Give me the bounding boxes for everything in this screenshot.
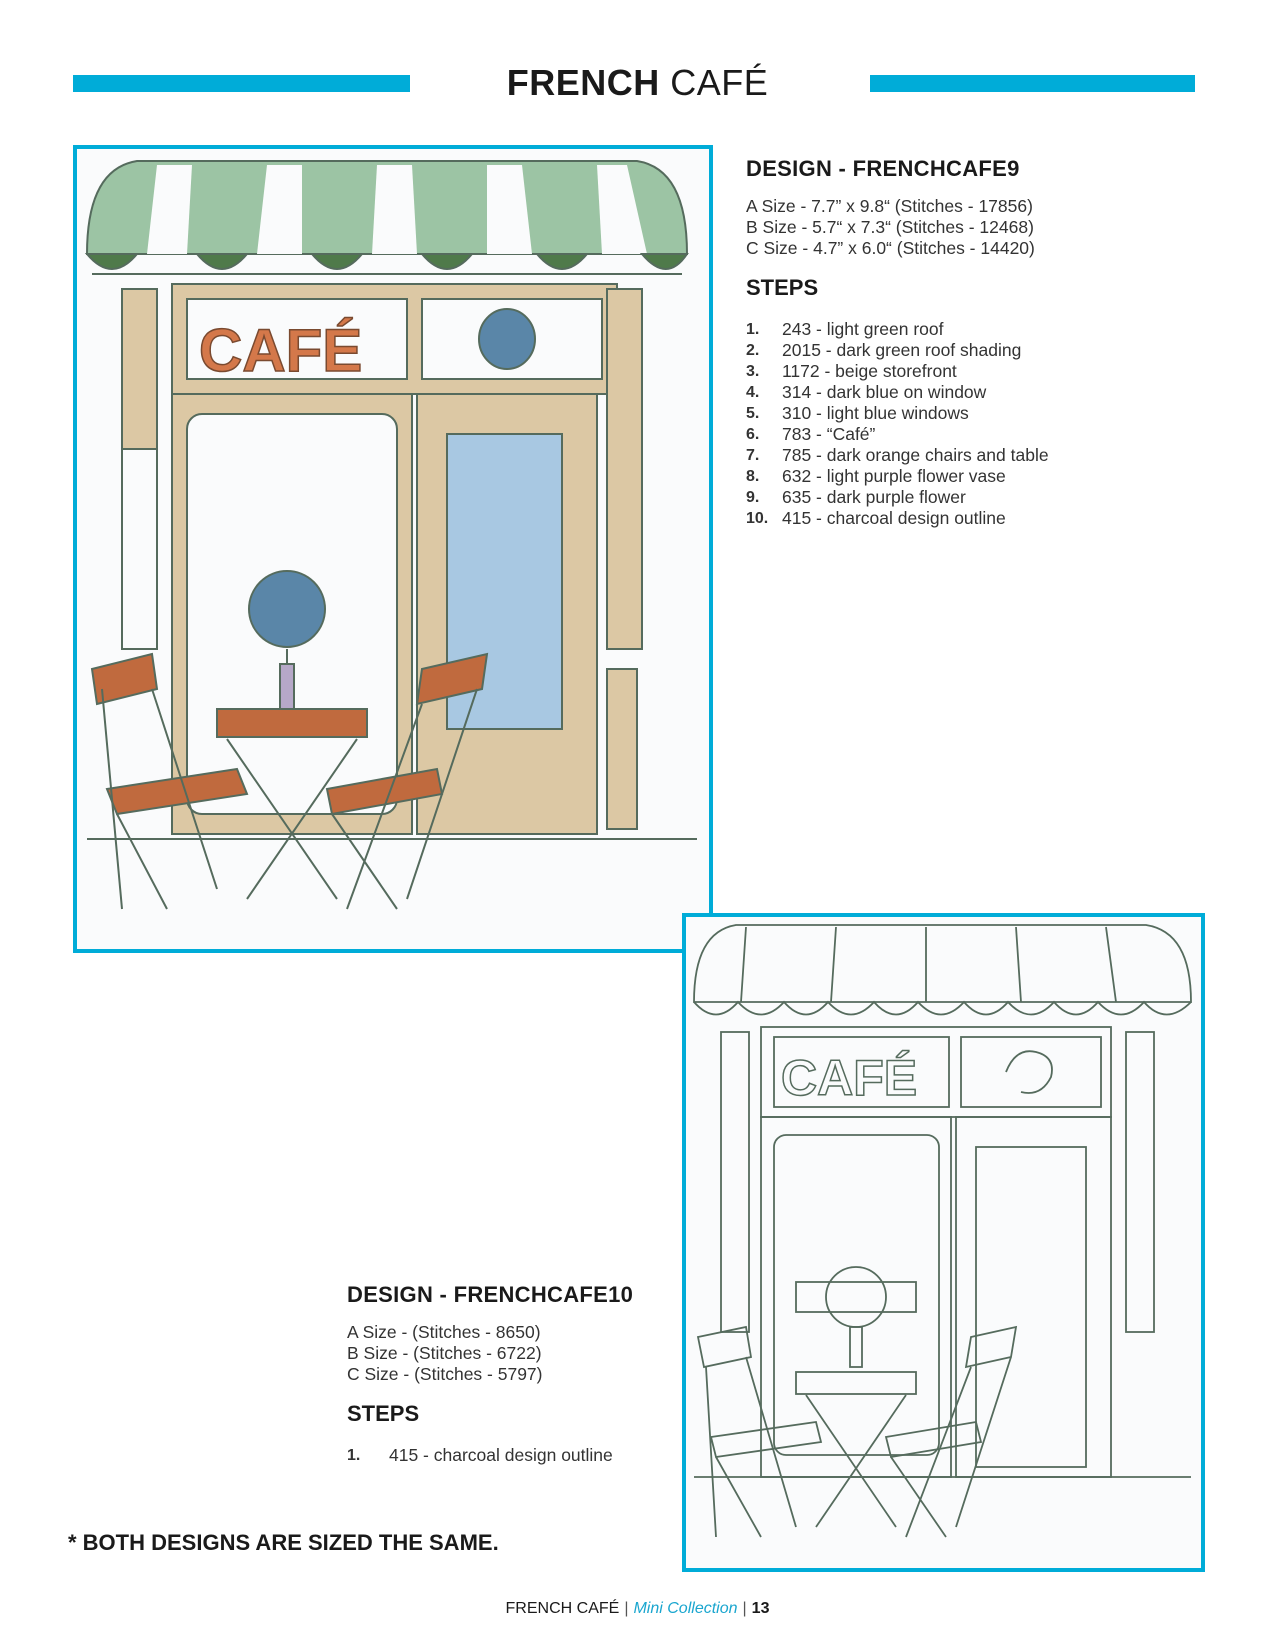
step-item: 3. 1172 - beige storefront [746, 361, 1049, 382]
step-number: 2. [746, 342, 760, 359]
step-number: 4. [746, 384, 760, 401]
page-title: FRENCH CAFÉ [506, 62, 769, 103]
page-number: 13 [751, 1600, 770, 1617]
step-number: 8. [746, 468, 760, 485]
step-number: 3. [746, 363, 760, 380]
step-number: 1. [347, 1447, 361, 1464]
design10-steps: 1. 415 - charcoal design outline [347, 1445, 633, 1466]
size-a: A Size - (Stitches - 8650) [347, 1322, 541, 1342]
step-item: 1. 243 - light green roof [746, 319, 1049, 340]
step-text: 314 - dark blue on window [782, 382, 987, 402]
step-number: 9. [746, 489, 760, 506]
footer-separator: | [742, 1600, 747, 1617]
step-item: 1. 415 - charcoal design outline [347, 1445, 633, 1466]
footer: FRENCH CAFÉ|Mini Collection|13 [0, 1600, 1275, 1618]
design9-sizes: A Size - 7.7” x 9.8“ (Stitches - 17856) … [746, 196, 1049, 259]
design9-steps-heading: STEPS [746, 275, 819, 300]
design9-info: DESIGN - FRENCHCAFE9 A Size - 7.7” x 9.8… [746, 156, 1049, 529]
design9-image: CAFÉ [73, 145, 713, 953]
header-bar-right [870, 75, 1195, 92]
size-b: B Size - (Stitches - 6722) [347, 1343, 542, 1363]
step-item: 7. 785 - dark orange chairs and table [746, 445, 1049, 466]
step-item: 10. 415 - charcoal design outline [746, 508, 1049, 529]
design9-steps: 1. 243 - light green roof 2. 2015 - dark gr… [746, 319, 1049, 529]
footer-collection: Mini Collection [633, 1600, 738, 1617]
step-text: 310 - light blue windows [782, 403, 969, 423]
step-item: 2. 2015 - dark green roof shading [746, 340, 1049, 361]
size-c: C Size - (Stitches - 5797) [347, 1364, 543, 1384]
step-text: 785 - dark orange chairs and table [782, 445, 1049, 465]
cafe-outline-illustration: CAFÉ [693, 924, 1192, 1538]
design10-steps-heading: STEPS [347, 1401, 420, 1426]
step-text: 632 - light purple flower vase [782, 466, 1006, 486]
design10-info: DESIGN - FRENCHCAFE10 A Size - (Stitches… [347, 1282, 633, 1466]
step-number: 5. [746, 405, 760, 422]
step-item: 4. 314 - dark blue on window [746, 382, 1049, 403]
step-text: 783 - “Café” [782, 424, 876, 444]
step-number: 7. [746, 447, 760, 464]
step-text: 635 - dark purple flower [782, 487, 966, 507]
step-text: 1172 - beige storefront [782, 361, 957, 381]
step-item: 8. 632 - light purple flower vase [746, 466, 1049, 487]
cafe-sign-text: CAFÉ [199, 317, 362, 384]
step-number: 10. [746, 510, 769, 527]
footer-title: FRENCH CAFÉ [505, 1600, 620, 1617]
size-a: A Size - 7.7” x 9.8“ (Stitches - 17856) [746, 196, 1033, 216]
size-b: B Size - 5.7“ x 7.3“ (Stitches - 12468) [746, 217, 1034, 237]
cafe-colored-illustration: CAFÉ [84, 160, 697, 910]
design10-sizes: A Size - (Stitches - 8650) B Size - (Sti… [347, 1322, 633, 1385]
sizing-note: * BOTH DESIGNS ARE SIZED THE SAME. [68, 1530, 499, 1555]
step-text: 2015 - dark green roof shading [782, 340, 1022, 360]
cafe-sign-text: CAFÉ [781, 1050, 917, 1106]
footer-separator: | [624, 1600, 629, 1617]
step-text: 415 - charcoal design outline [389, 1445, 613, 1465]
step-item: 5. 310 - light blue windows [746, 403, 1049, 424]
step-item: 6. 783 - “Café” [746, 424, 1049, 445]
design10-image: CAFÉ [682, 913, 1205, 1572]
step-item: 9. 635 - dark purple flower [746, 487, 1049, 508]
design9-title: DESIGN - FRENCHCAFE9 [746, 156, 1020, 181]
size-c: C Size - 4.7” x 6.0“ (Stitches - 14420) [746, 238, 1035, 258]
design10-title: DESIGN - FRENCHCAFE10 [347, 1282, 634, 1307]
header-bar-left [73, 75, 410, 92]
step-number: 1. [746, 321, 760, 338]
step-number: 6. [746, 426, 760, 443]
step-text: 243 - light green roof [782, 319, 944, 339]
step-text: 415 - charcoal design outline [782, 508, 1006, 528]
